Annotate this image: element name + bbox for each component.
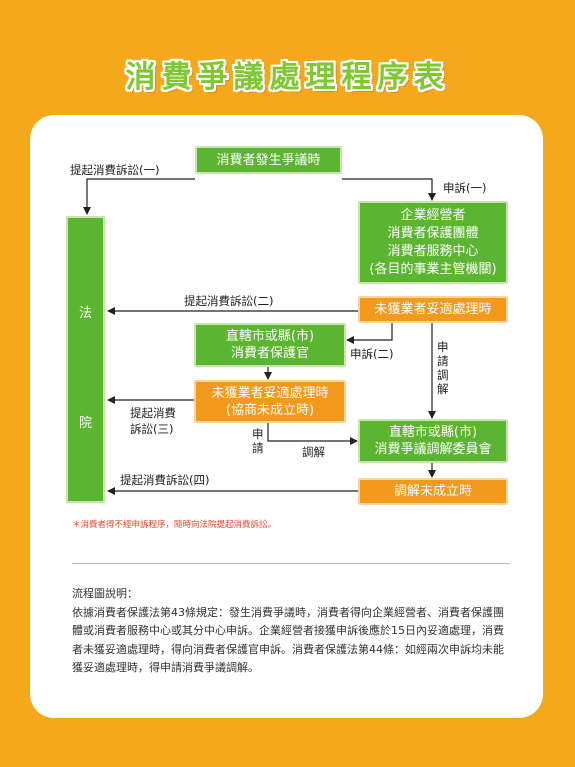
consumer-protection-officer-box: 直轄市或縣(市) 消費者保護官 (194, 323, 346, 367)
footnote: ＊消費者得不經申訴程序，隨時向法院提起消費訴訟。 (72, 520, 277, 530)
mediation-failed-box: 調解未成立時 (358, 478, 508, 505)
label-complaint-2: 申訴(二) (350, 347, 394, 361)
business-line-4: (各目的事業主管機關) (369, 261, 497, 277)
explanation-heading: 流程圖說明： (72, 587, 138, 600)
consumer-dispute-box: 消費者發生爭議時 (195, 146, 342, 174)
label-apply-mediation: 申請調解 (437, 340, 449, 396)
explanation-body: 依據消費者保護法第43條規定：發生消費爭議時，消費者得向企業經營者、消費者保護團… (72, 605, 504, 675)
label-apply: 申請 (252, 427, 264, 455)
business-line-2: 消費者保護團體 (387, 225, 479, 241)
court-box: 法 院 (66, 216, 105, 503)
label-lawsuit-3-line-1: 提起消費 (130, 406, 176, 420)
page-title: 消費爭議處理程序表 (125, 60, 450, 95)
arrow-apply-mediation-2 (267, 422, 358, 445)
arrow-lawsuit-1 (83, 178, 195, 215)
label-mediation: 調解 (302, 445, 325, 459)
arrow-complaint-1 (342, 178, 436, 201)
business-line-1: 企業經營者 (400, 207, 466, 223)
not-resolved-box-1: 未獲業者妥適處理時 (358, 296, 508, 323)
arrow-complaint-2 (346, 322, 393, 344)
label-lawsuit-2: 提起消費訴訟(二) (184, 294, 274, 308)
label-lawsuit-3-line-2: 訴訟(三) (130, 422, 174, 436)
mediation-committee-box: 直轄市或縣(市) 消費爭議調解委員會 (358, 419, 508, 463)
divider (72, 563, 510, 564)
officer-line-2: 消費者保護官 (230, 346, 309, 361)
committee-line-2: 消費爭議調解委員會 (374, 442, 492, 457)
court-char-1: 法 (78, 306, 92, 321)
officer-line-1: 直轄市或縣(市) (225, 329, 315, 344)
label-lawsuit-4: 提起消費訴訟(四) (120, 473, 210, 487)
not-resolved-box-2: 未獲業者妥適處理時 (協商未成立時) (194, 380, 346, 423)
business-line-3: 消費者服務中心 (387, 243, 479, 259)
explanation: 流程圖說明： 依據消費者保護法第43條規定：發生消費爭議時，消費者得向企業經營者… (72, 585, 514, 678)
not-resolved-2-line-1: 未獲業者妥適處理時 (211, 385, 329, 401)
committee-line-1: 直轄市或縣(市) (388, 425, 478, 440)
business-operator-box: 企業經營者 消費者保護團體 消費者服務中心 (各目的事業主管機關) (358, 201, 508, 284)
label-lawsuit-1: 提起消費訴訟(一) (70, 163, 160, 177)
label-complaint-1: 申訴(一) (443, 181, 487, 195)
court-char-2: 院 (78, 416, 92, 431)
not-resolved-2-line-2: (協商未成立時) (225, 402, 315, 418)
